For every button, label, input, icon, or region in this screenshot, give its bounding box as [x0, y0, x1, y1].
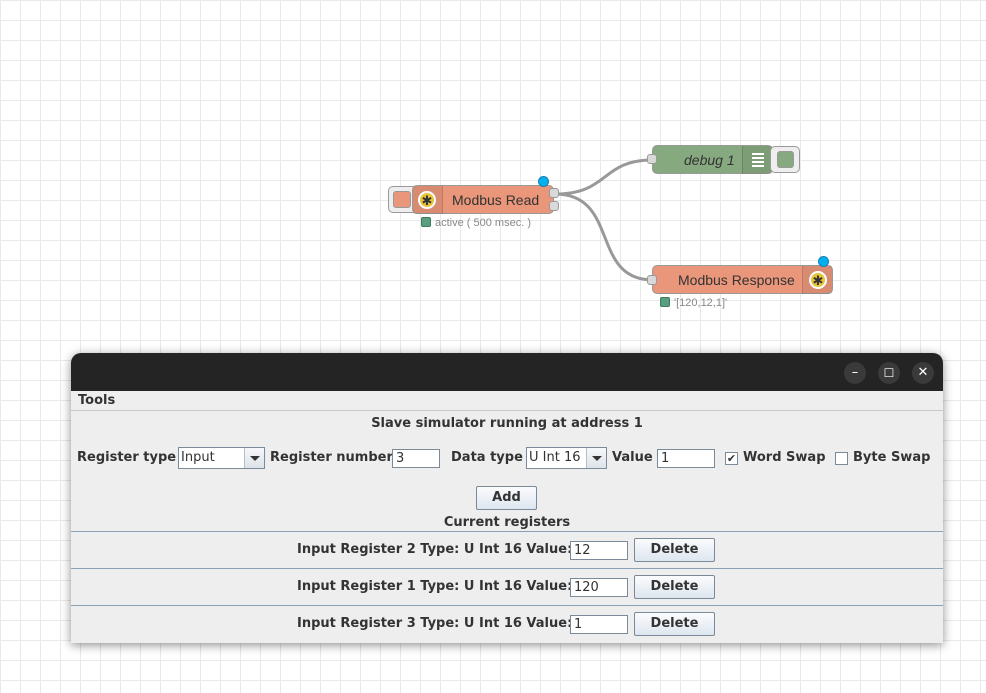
modbus-response-node[interactable]: Modbus Response ✱ — [652, 265, 833, 294]
data-type-select[interactable]: U Int 16 — [526, 447, 607, 469]
output-port-2[interactable] — [549, 201, 559, 211]
menu-tools[interactable]: Tools — [78, 393, 116, 408]
add-button[interactable]: Add — [476, 486, 537, 510]
trigger-swatch — [393, 191, 411, 208]
delete-button[interactable]: Delete — [634, 538, 715, 562]
byte-swap-label: Byte Swap — [853, 450, 931, 465]
modbus-response-status: '[120,12,1]' — [660, 297, 727, 309]
debug-label: debug 1 — [684, 152, 735, 168]
node-icon-area: ✱ — [413, 186, 443, 214]
register-number-label: Register number — [270, 450, 393, 465]
value-label: Value — [612, 450, 653, 465]
delete-button[interactable]: Delete — [634, 612, 715, 636]
debug-node[interactable]: debug 1 — [652, 145, 773, 174]
gear-icon: ✱ — [809, 271, 827, 289]
data-type-value: U Int 16 — [529, 450, 581, 465]
minimize-button[interactable]: – — [844, 362, 866, 384]
register-value-input[interactable]: 12 — [570, 541, 628, 560]
register-row: Input Register 1 Type: U Int 16 Value: 1… — [71, 568, 943, 605]
data-type-label: Data type — [451, 450, 523, 465]
status-dot-icon — [660, 297, 670, 307]
close-button[interactable]: ✕ — [912, 362, 934, 384]
debug-toggle-button[interactable] — [770, 146, 800, 173]
delete-button[interactable]: Delete — [634, 575, 715, 599]
changed-indicator — [818, 256, 829, 267]
status-text: active ( 500 msec. ) — [435, 217, 531, 229]
register-type-label: Register type — [77, 450, 177, 465]
menu-bar: Tools — [71, 391, 943, 411]
current-registers-heading: Current registers — [443, 515, 571, 530]
register-value-input[interactable]: 120 — [570, 578, 628, 597]
node-icon-area: ✱ — [802, 266, 832, 294]
modbus-response-label: Modbus Response — [678, 272, 795, 288]
node-icon-area — [742, 146, 772, 174]
byte-swap-checkbox[interactable] — [835, 452, 848, 465]
maximize-button[interactable]: ☐ — [878, 362, 900, 384]
value-input[interactable]: 1 — [657, 449, 715, 468]
chevron-down-icon — [586, 448, 606, 468]
wire-read-to-response[interactable] — [554, 192, 654, 282]
changed-indicator — [538, 176, 549, 187]
register-number-input[interactable]: 3 — [392, 449, 440, 468]
register-row: Input Register 2 Type: U Int 16 Value: 1… — [71, 531, 943, 568]
wire-read-to-debug[interactable] — [554, 158, 654, 196]
modbus-read-node[interactable]: ✱ Modbus Read — [412, 185, 554, 214]
word-swap-checkbox[interactable]: ✔ — [725, 452, 738, 465]
register-label: Input Register 3 Type: U Int 16 Value: — [297, 616, 573, 631]
simulator-heading: Slave simulator running at address 1 — [371, 416, 643, 431]
window-titlebar[interactable]: – ☐ ✕ — [71, 353, 943, 391]
status-dot-icon — [421, 217, 431, 227]
toggle-swatch — [777, 151, 794, 168]
modbus-read-label: Modbus Read — [452, 192, 540, 208]
register-row: Input Register 3 Type: U Int 16 Value: 1… — [71, 605, 943, 642]
register-label: Input Register 1 Type: U Int 16 Value: — [297, 579, 573, 594]
output-port-1[interactable] — [549, 188, 559, 198]
list-icon — [752, 153, 764, 167]
input-port[interactable] — [647, 154, 657, 164]
word-swap-label: Word Swap — [743, 450, 826, 465]
register-value-input[interactable]: 1 — [570, 615, 628, 634]
gear-icon: ✱ — [418, 191, 436, 209]
status-text: '[120,12,1]' — [674, 297, 728, 309]
slave-simulator-window: – ☐ ✕ Tools Slave simulator running at a… — [71, 353, 943, 643]
input-port[interactable] — [647, 275, 657, 285]
chevron-down-icon — [244, 448, 264, 468]
register-label: Input Register 2 Type: U Int 16 Value: — [297, 542, 573, 557]
register-type-value: Input — [181, 450, 215, 465]
register-type-select[interactable]: Input — [178, 447, 265, 469]
modbus-read-status: active ( 500 msec. ) — [421, 217, 531, 229]
